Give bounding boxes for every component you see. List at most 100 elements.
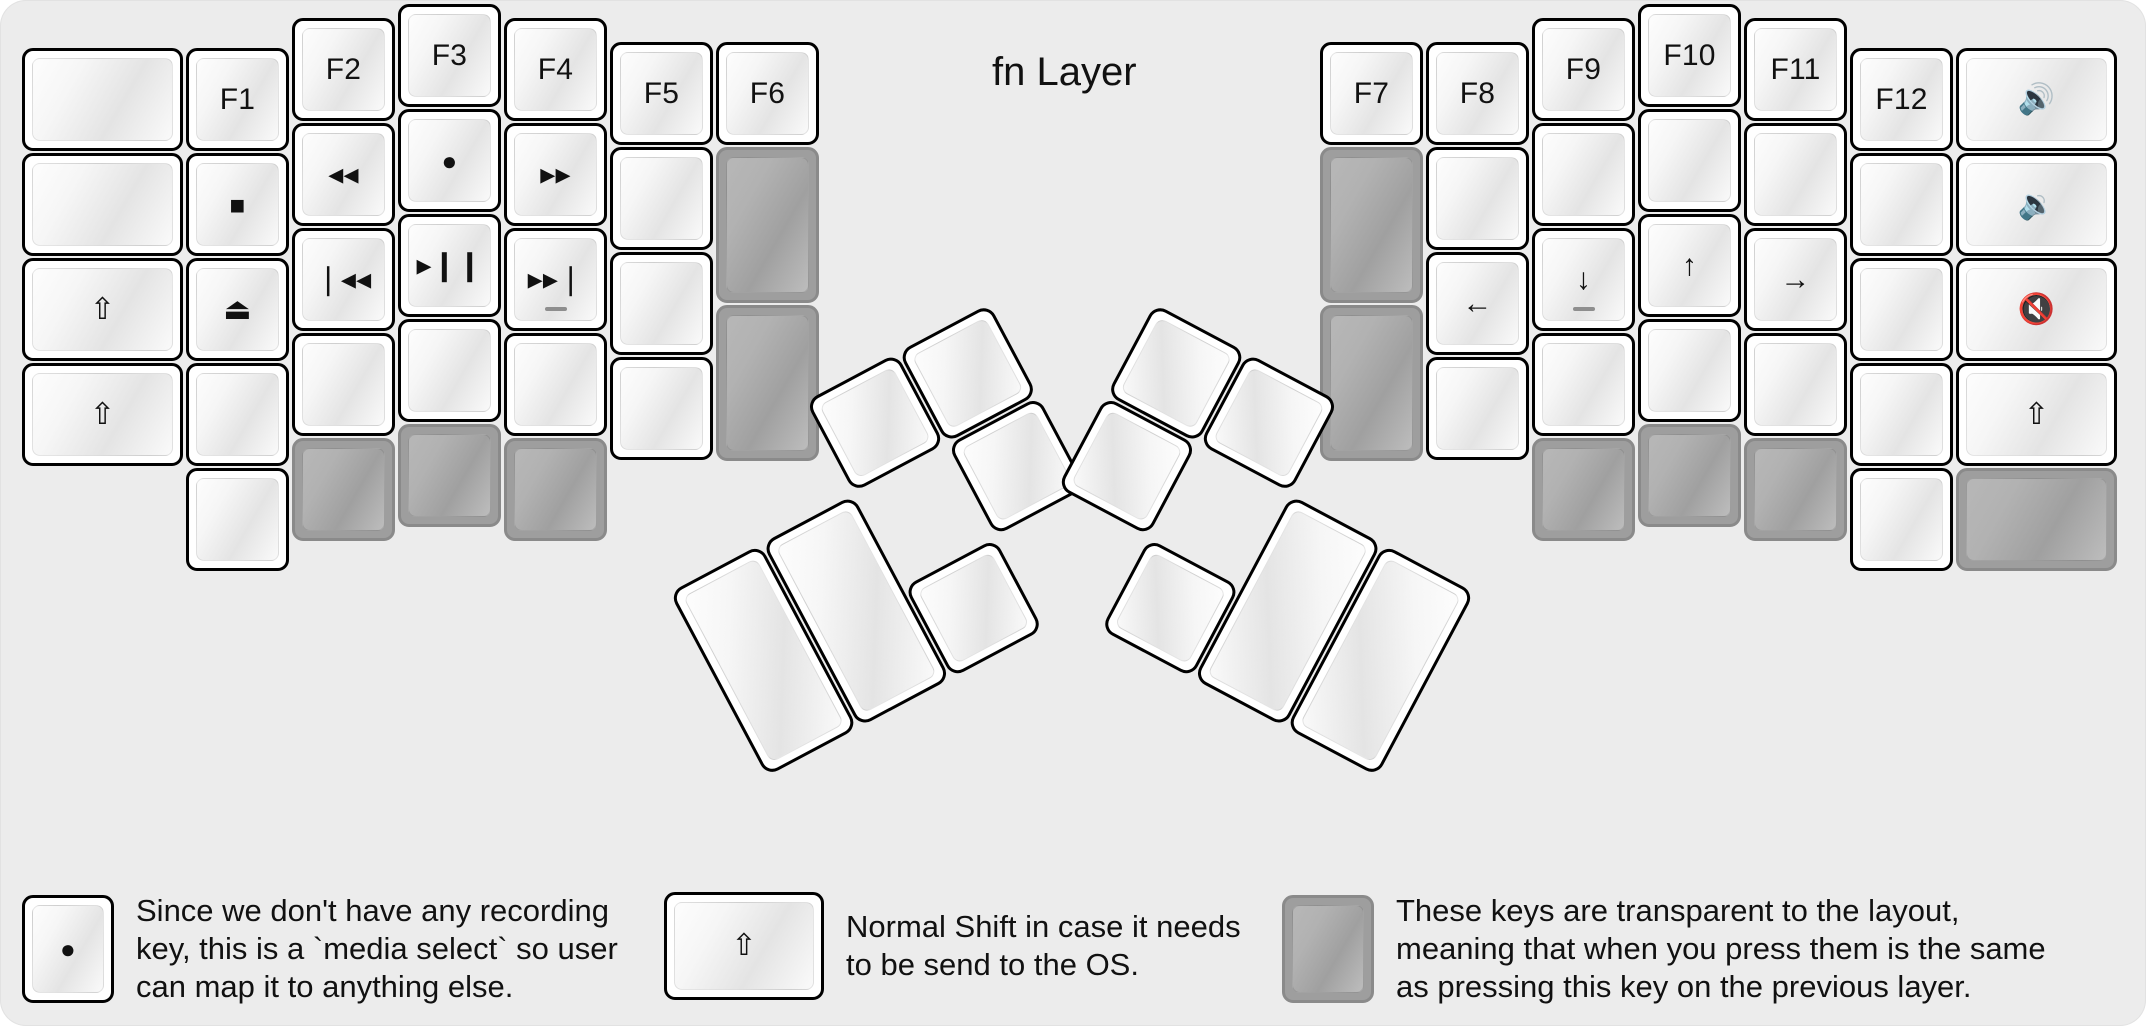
key-blank-col-f10-3[interactable]	[1638, 319, 1741, 422]
key-blank-col-f5-1[interactable]	[610, 147, 713, 250]
key-blank-col-f3-3[interactable]	[398, 319, 501, 422]
key-blank-col-f12-2[interactable]	[1850, 258, 1953, 361]
key-transparent-col-f2-4[interactable]	[292, 438, 395, 541]
keycap	[1860, 373, 1943, 456]
key-legend-arrow-down: ↓	[1575, 262, 1592, 296]
key-arrow-left[interactable]: ←	[1426, 252, 1529, 355]
key-transparent-col-f9-4[interactable]	[1532, 438, 1635, 541]
key-arrow-up[interactable]: ↑	[1638, 214, 1741, 317]
key-legend-fast-forward: ▸▸	[540, 157, 571, 191]
key-f1[interactable]: F1	[186, 48, 289, 151]
key-play-pause[interactable]: ▸❙❙	[398, 214, 501, 317]
key-volume-up[interactable]: 🔊	[1956, 48, 2117, 151]
key-record[interactable]: ●	[22, 894, 114, 1003]
key-volume-down[interactable]: 🔉	[1956, 153, 2117, 256]
key-blank-col-f9-1[interactable]	[1532, 123, 1635, 226]
key-f3[interactable]: F3	[398, 4, 501, 107]
key-blank-col-outer-left-0[interactable]	[22, 48, 183, 151]
key-legend-record: ●	[441, 145, 458, 176]
key-transparent-legend-transparent-0[interactable]	[1282, 894, 1374, 1003]
key-transparent-col-f3-4[interactable]	[398, 424, 501, 527]
key-stop[interactable]: ■	[186, 153, 289, 256]
key-record[interactable]: ●	[398, 109, 501, 212]
key-blank-col-outer-left-1[interactable]	[22, 153, 183, 256]
key-transparent-col-f4-4[interactable]	[504, 438, 607, 541]
key-legend-record: ●	[60, 933, 76, 964]
key-transparent-col-f7-2[interactable]	[1320, 305, 1423, 461]
key-eject[interactable]: ⏏	[186, 258, 289, 361]
key-transparent-col-f6-2[interactable]	[716, 305, 819, 461]
key-transparent-col-outer-right-4[interactable]	[1956, 468, 2117, 571]
key-f7[interactable]: F7	[1320, 42, 1423, 145]
keycap	[1860, 163, 1943, 246]
key-blank-col-f5-2[interactable]	[610, 252, 713, 355]
key-shift[interactable]: ⇧	[664, 892, 824, 1000]
key-blank-col-f4-3[interactable]	[504, 333, 607, 436]
key-f9[interactable]: F9	[1532, 18, 1635, 121]
key-blank-col-f12-3[interactable]	[1850, 363, 1953, 466]
keycap	[1754, 343, 1837, 426]
key-blank-col-f8-1[interactable]	[1426, 147, 1529, 250]
keycap: 🔉	[1966, 163, 2107, 246]
key-legend-text: F12	[1875, 82, 1928, 116]
keycap: F4	[514, 28, 597, 111]
keycap	[1648, 329, 1731, 412]
keycap: ▸▸❘	[514, 238, 597, 321]
key-legend-arrow-left: ←	[1462, 286, 1493, 320]
key-blank-col-f9-3[interactable]	[1532, 333, 1635, 436]
key-arrow-down[interactable]: ↓	[1532, 228, 1635, 331]
key-next-track[interactable]: ▸▸❘	[504, 228, 607, 331]
key-blank-col-f11-3[interactable]	[1744, 333, 1847, 436]
keycap	[1860, 478, 1943, 561]
keycap: F2	[302, 28, 385, 111]
key-transparent-col-f7-1[interactable]	[1320, 147, 1423, 303]
key-blank-col-f12-4[interactable]	[1850, 468, 1953, 571]
key-shift[interactable]: ⇧	[22, 363, 183, 466]
key-f10[interactable]: F10	[1638, 4, 1741, 107]
legend-record-text: Since we don't have any recording key, t…	[136, 893, 618, 1004]
keycap: F12	[1860, 58, 1943, 141]
page-title: fn Layer	[992, 50, 1137, 94]
keycap	[408, 434, 491, 517]
key-legend-text: F10	[1663, 38, 1716, 72]
key-blank-col-f2-3[interactable]	[292, 333, 395, 436]
keycap	[1542, 133, 1625, 216]
key-legend-text: F4	[537, 52, 574, 86]
key-f11[interactable]: F11	[1744, 18, 1847, 121]
keycap	[514, 448, 597, 531]
key-transparent-col-f10-4[interactable]	[1638, 424, 1741, 527]
key-transparent-col-f11-4[interactable]	[1744, 438, 1847, 541]
key-mute[interactable]: 🔇	[1956, 258, 2117, 361]
keycap: F8	[1436, 52, 1519, 135]
key-f12[interactable]: F12	[1850, 48, 1953, 151]
keycap	[1292, 904, 1364, 993]
key-legend-text: F6	[749, 76, 786, 110]
key-f2[interactable]: F2	[292, 18, 395, 121]
keycap: ❘◂◂	[302, 238, 385, 321]
keycap: F10	[1648, 14, 1731, 97]
key-f8[interactable]: F8	[1426, 42, 1529, 145]
keycap	[620, 157, 703, 240]
key-blank-col-f8-3[interactable]	[1426, 357, 1529, 460]
keycap: F7	[1330, 52, 1413, 135]
key-blank-col-f10-1[interactable]	[1638, 109, 1741, 212]
keycap: ←	[1436, 262, 1519, 345]
key-prev-track[interactable]: ❘◂◂	[292, 228, 395, 331]
key-blank-col-f1-4[interactable]	[186, 468, 289, 571]
key-arrow-right[interactable]: →	[1744, 228, 1847, 331]
key-legend-caps-lock: ⇧	[89, 292, 116, 326]
key-legend-text: F11	[1770, 52, 1821, 86]
key-caps-lock[interactable]: ⇧	[22, 258, 183, 361]
key-f4[interactable]: F4	[504, 18, 607, 121]
key-blank-col-f11-1[interactable]	[1744, 123, 1847, 226]
key-legend-text: F1	[219, 82, 256, 116]
key-transparent-col-f6-1[interactable]	[716, 147, 819, 303]
key-blank-col-f5-3[interactable]	[610, 357, 713, 460]
key-f6[interactable]: F6	[716, 42, 819, 145]
key-fast-forward[interactable]: ▸▸	[504, 123, 607, 226]
key-f5[interactable]: F5	[610, 42, 713, 145]
key-blank-col-f1-3[interactable]	[186, 363, 289, 466]
key-rewind[interactable]: ◂◂	[292, 123, 395, 226]
key-blank-col-f12-1[interactable]	[1850, 153, 1953, 256]
key-shift[interactable]: ⇧	[1956, 363, 2117, 466]
